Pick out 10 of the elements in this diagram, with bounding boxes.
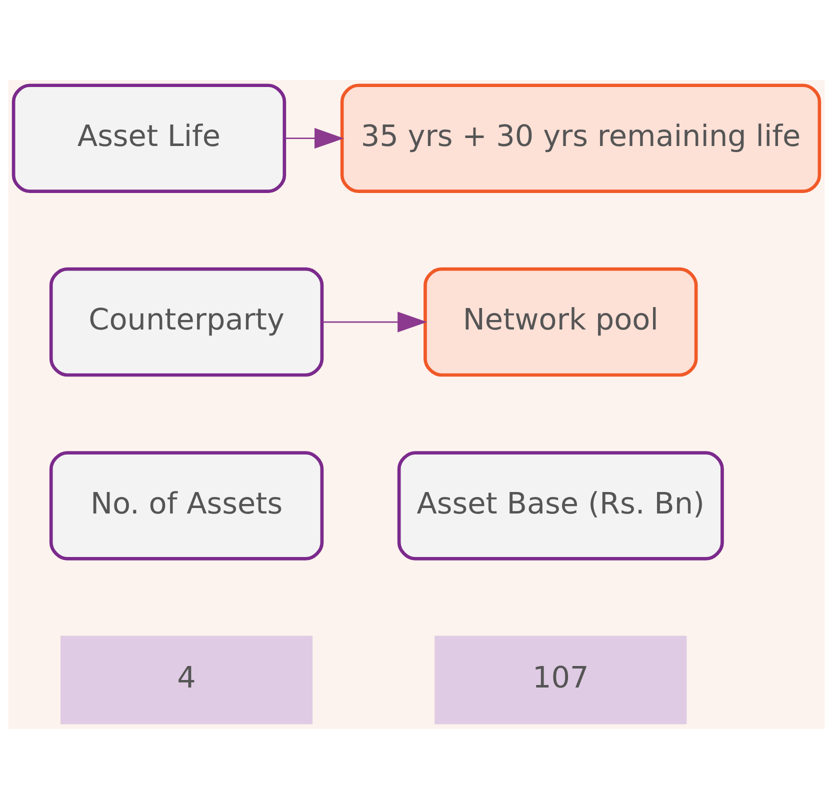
node-box: 35 yrs + 30 yrs remaining life — [340, 83, 822, 192]
node-box: Counterparty — [49, 266, 324, 376]
node-box: Asset Life — [12, 83, 286, 192]
node-box: 107 — [434, 635, 687, 724]
arrow — [284, 128, 344, 148]
node-box: No. of Assets — [49, 450, 324, 560]
node-box: Asset Base (Rs. Bn) — [397, 450, 724, 560]
node-box: 4 — [60, 635, 313, 724]
node-box: Network pool — [424, 266, 698, 376]
arrow — [322, 311, 428, 332]
